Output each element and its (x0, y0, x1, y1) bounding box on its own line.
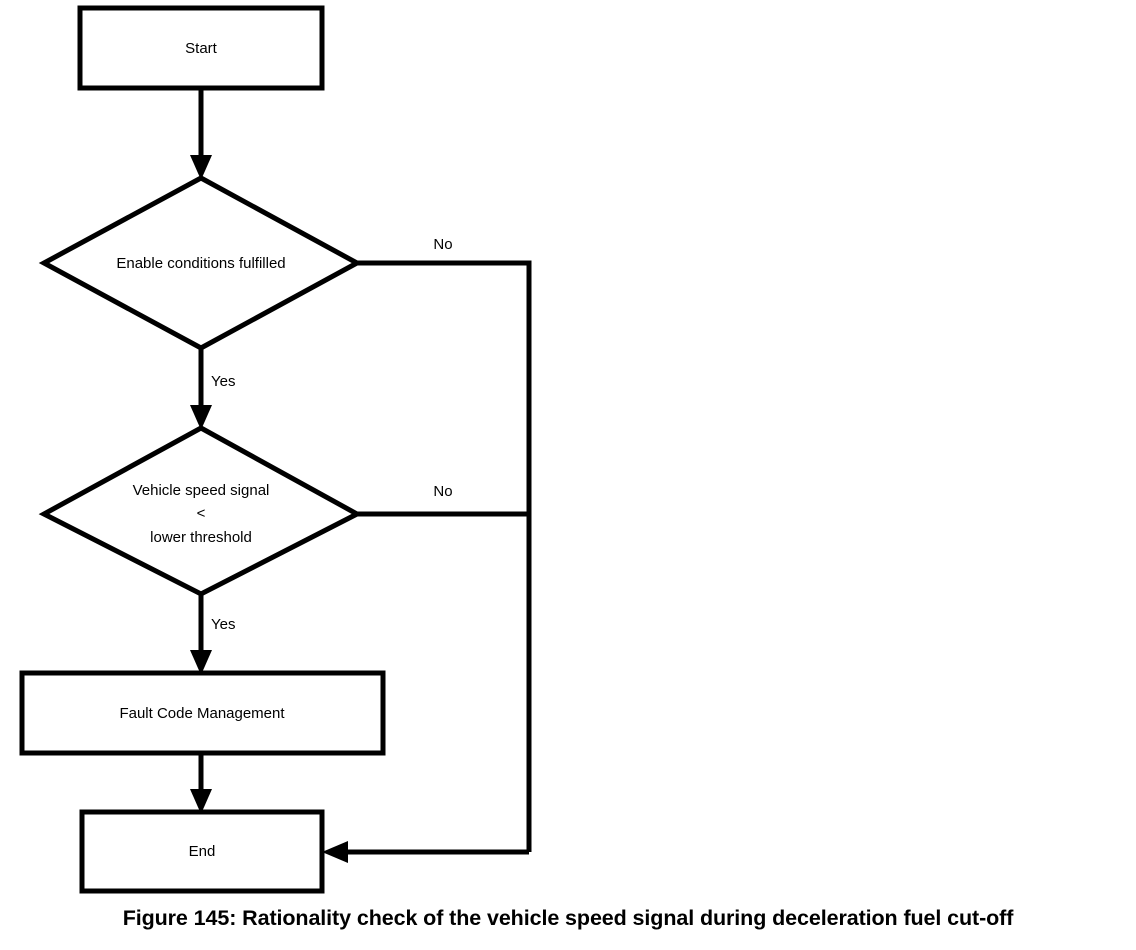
vehicle-speed-label-line1: Vehicle speed signal (133, 482, 270, 499)
connector-enable-yes-to-speed (190, 348, 212, 430)
fault-code-management-box[interactable] (19, 670, 386, 756)
end-label: End (189, 843, 216, 860)
edge-label-speed-no: No (433, 483, 452, 500)
vehicle-speed-label-line2: < (197, 505, 206, 522)
node-decision-enable-conditions[interactable]: Enable conditions fulfilled (38, 175, 363, 351)
enable-conditions-label: Enable conditions fulfilled (116, 255, 285, 272)
edge-label-speed-yes: Yes (211, 616, 235, 633)
node-start[interactable]: Start (77, 5, 325, 91)
arrow-head-icon (322, 841, 348, 863)
vehicle-speed-label-line3: lower threshold (150, 529, 252, 546)
flowchart-canvas: Start Enable conditions fulfilled Vehicl… (19, 5, 532, 894)
edge-label-enable-no: No (433, 236, 452, 253)
edge-label-enable-yes: Yes (211, 373, 235, 390)
arrow-head-icon (190, 789, 212, 814)
arrow-head-icon (190, 650, 212, 675)
node-fault-code-management[interactable]: Fault Code Management (19, 670, 386, 756)
end-box[interactable] (79, 809, 325, 894)
connector-start-to-enable (190, 88, 212, 180)
start-box[interactable] (77, 5, 325, 91)
connector-line-segment (357, 260, 532, 852)
enable-conditions-diamond[interactable] (38, 175, 363, 351)
connector-fault-code-to-end (190, 753, 212, 814)
node-end[interactable]: End (79, 809, 325, 894)
fault-code-management-label: Fault Code Management (119, 705, 285, 722)
vehicle-speed-diamond[interactable] (38, 425, 363, 597)
start-label: Start (185, 40, 218, 57)
connector-no-bus-into-end (322, 841, 529, 863)
connector-enable-no-to-end (357, 260, 532, 852)
figure-caption: Figure 145: Rationality check of the veh… (122, 906, 1014, 930)
arrow-head-icon (190, 155, 212, 180)
connector-speed-yes-to-fault-code (190, 594, 212, 675)
node-decision-vehicle-speed[interactable]: Vehicle speed signal < lower threshold (38, 425, 363, 597)
arrow-head-icon (190, 405, 212, 430)
